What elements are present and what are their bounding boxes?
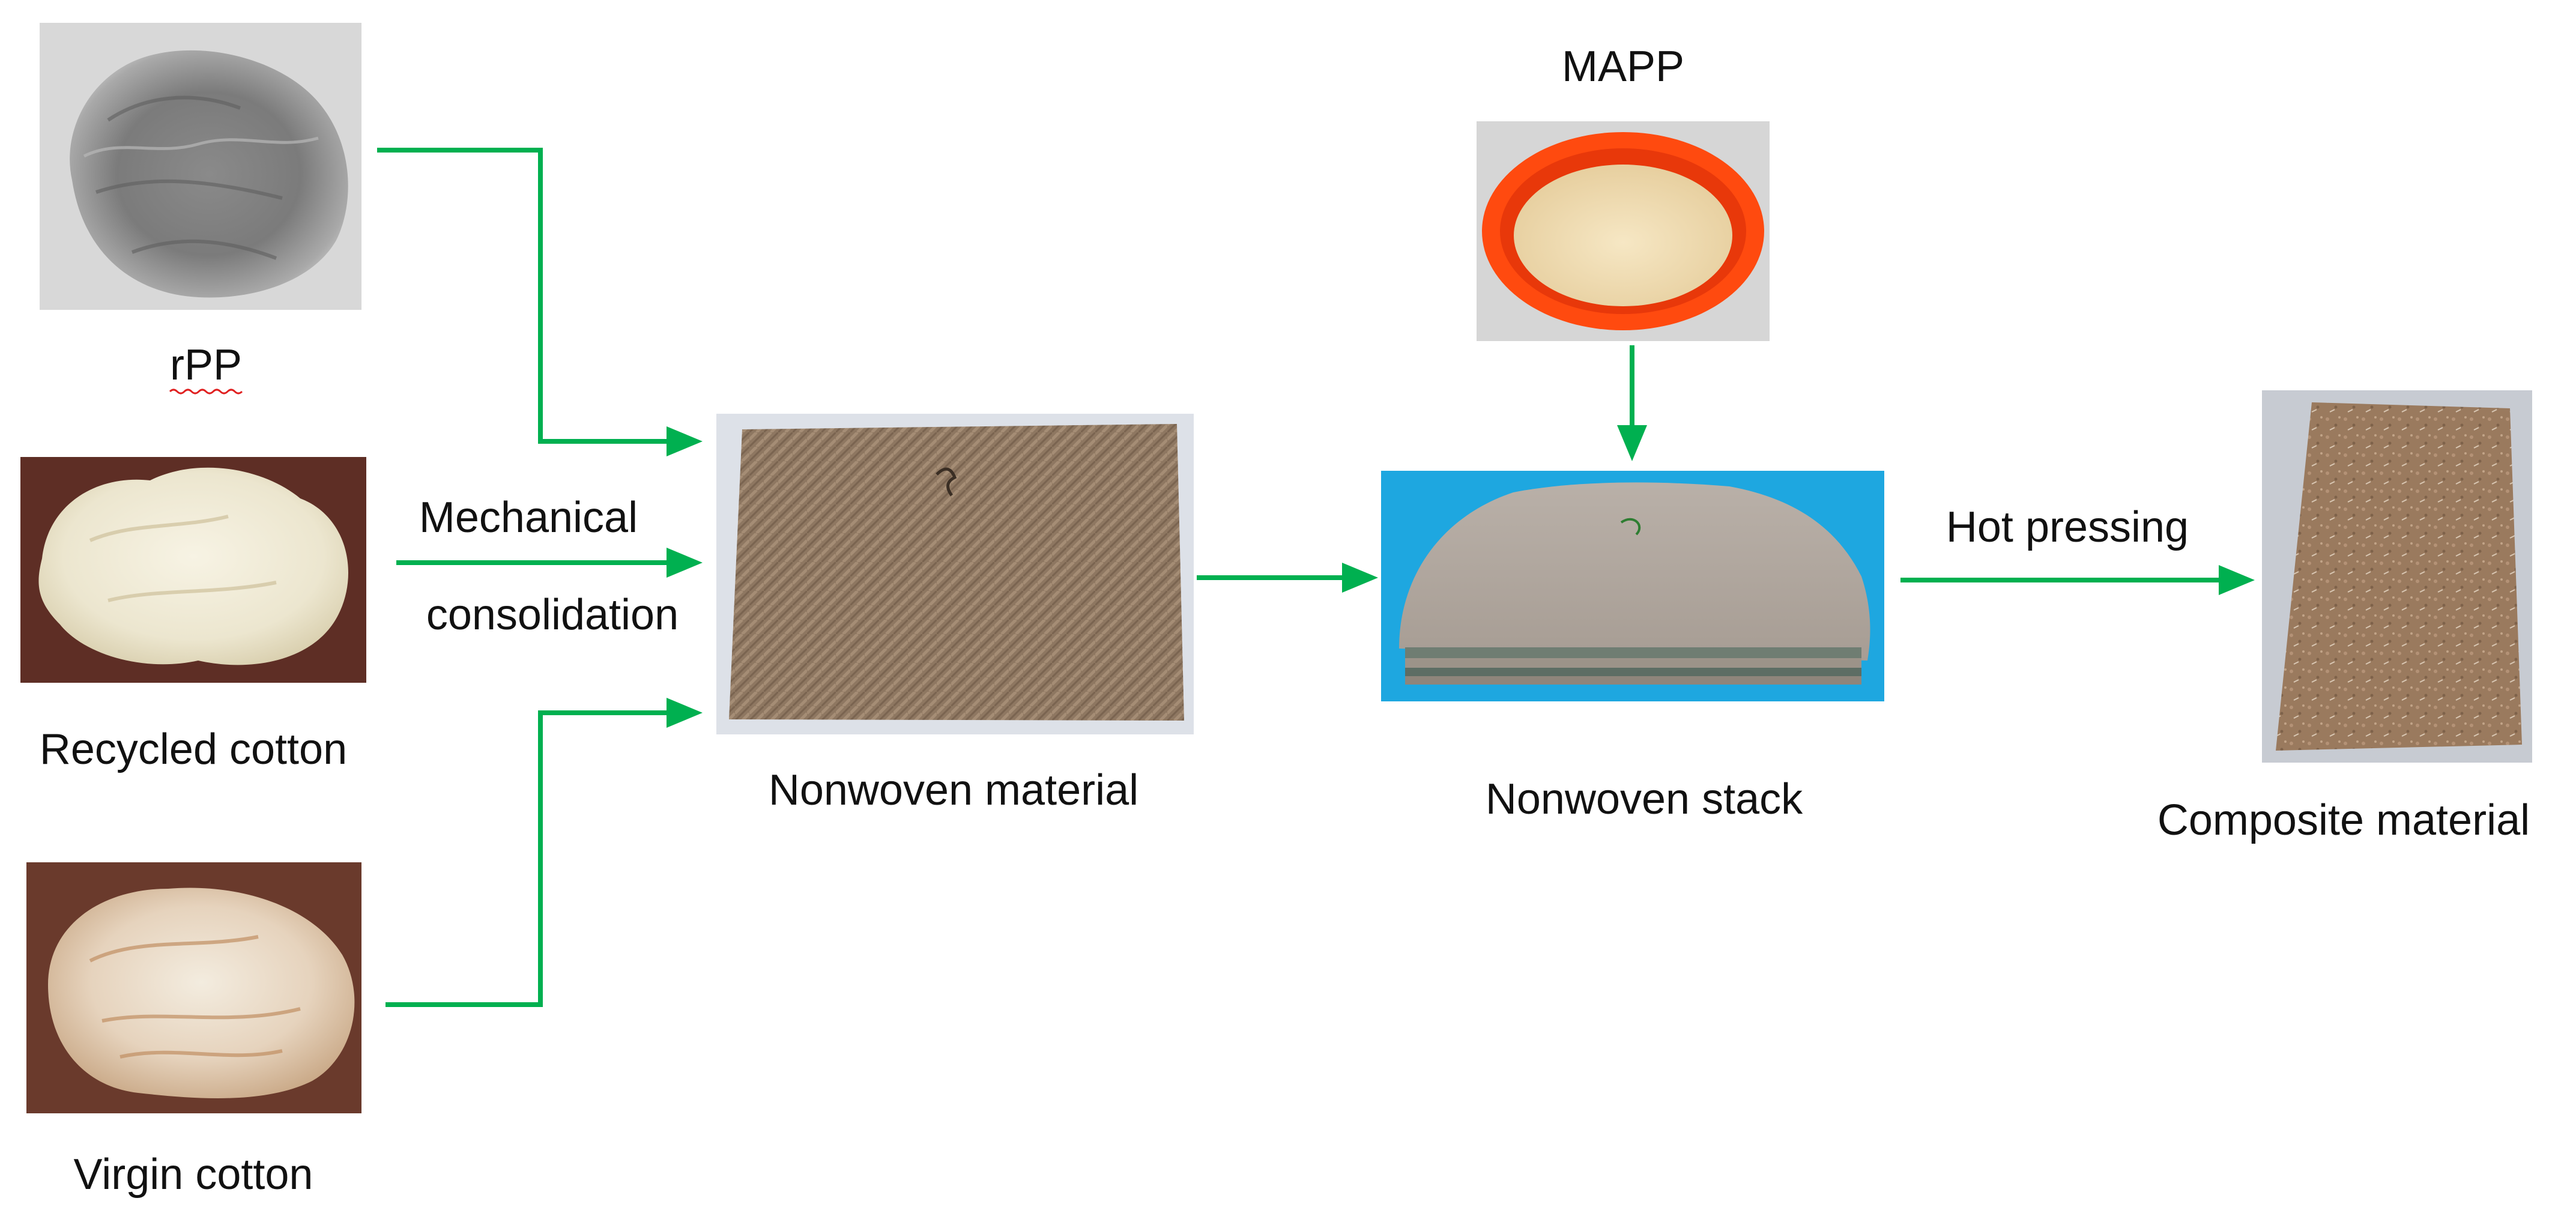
nonwoven-material-photo: [716, 414, 1194, 734]
arrow-stack-to-composite: [1900, 565, 2255, 595]
arrow-mapp-to-stack: [1617, 345, 1647, 461]
nonwoven-material-label: Nonwoven material: [769, 766, 1138, 814]
arrow-rpp-to-nonwoven: [377, 148, 703, 456]
recycled-cotton-label: Recycled cotton: [40, 725, 347, 773]
nonwoven-stack-label: Nonwoven stack: [1486, 775, 1803, 823]
mapp-label: MAPP: [1562, 43, 1684, 91]
composite-material-label: Composite material: [2157, 796, 2530, 844]
arrow-virgin-cotton-to-nonwoven: [385, 698, 703, 1007]
rpp-label: rPP: [170, 341, 242, 389]
composite-material-photo: [2262, 390, 2532, 763]
rpp-spellcheck-underline: [169, 389, 243, 395]
nonwoven-stack-photo: [1381, 471, 1884, 701]
mechanical-label: Mechanical: [419, 494, 638, 542]
arrow-nonwoven-to-stack: [1197, 563, 1378, 593]
virgin-cotton-label: Virgin cotton: [74, 1151, 313, 1199]
flow-arrows: [377, 148, 2255, 1007]
hot-pressing-label: Hot pressing: [1946, 503, 2189, 551]
recycled-cotton-photo: [20, 457, 366, 683]
rpp-photo: [40, 23, 361, 310]
arrow-recycled-cotton-to-nonwoven: [396, 548, 703, 578]
virgin-cotton-photo: [26, 862, 361, 1113]
consolidation-label: consolidation: [426, 591, 679, 639]
mapp-photo: [1477, 121, 1770, 341]
